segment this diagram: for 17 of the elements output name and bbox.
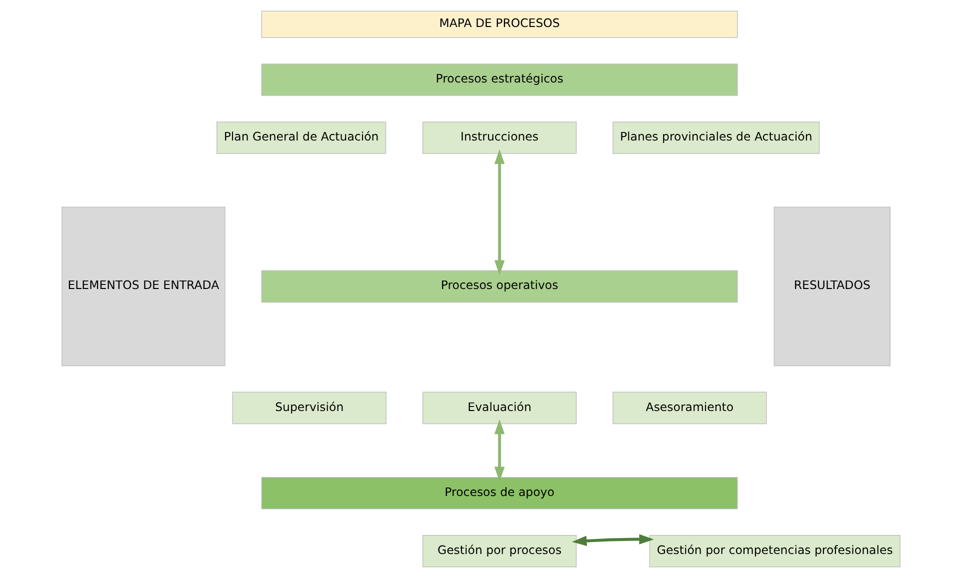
node-box: Instrucciones — [422, 122, 576, 154]
node-box: Supervisión — [232, 392, 386, 424]
node-box: Plan General de Actuación — [216, 122, 386, 154]
node-box: MAPA DE PROCESOS — [260, 10, 738, 38]
node-box: Procesos de apoyo — [260, 476, 738, 510]
node-box: Planes provinciales de Actuación — [612, 122, 820, 154]
node-box: Evaluación — [422, 392, 576, 424]
node-box: Procesos operativos — [260, 270, 738, 303]
node-box: Gestión por procesos — [422, 534, 576, 568]
node-box: RESULTADOS — [773, 206, 890, 366]
node-box: Procesos estratégicos — [260, 64, 738, 96]
node-box: Gestión por competencias profesionales — [648, 534, 900, 568]
node-box: Asesoramiento — [612, 392, 766, 424]
arrow — [572, 534, 654, 546]
arrow — [494, 149, 504, 276]
arrow — [494, 419, 504, 482]
node-box: ELEMENTOS DE ENTRADA — [61, 206, 225, 366]
